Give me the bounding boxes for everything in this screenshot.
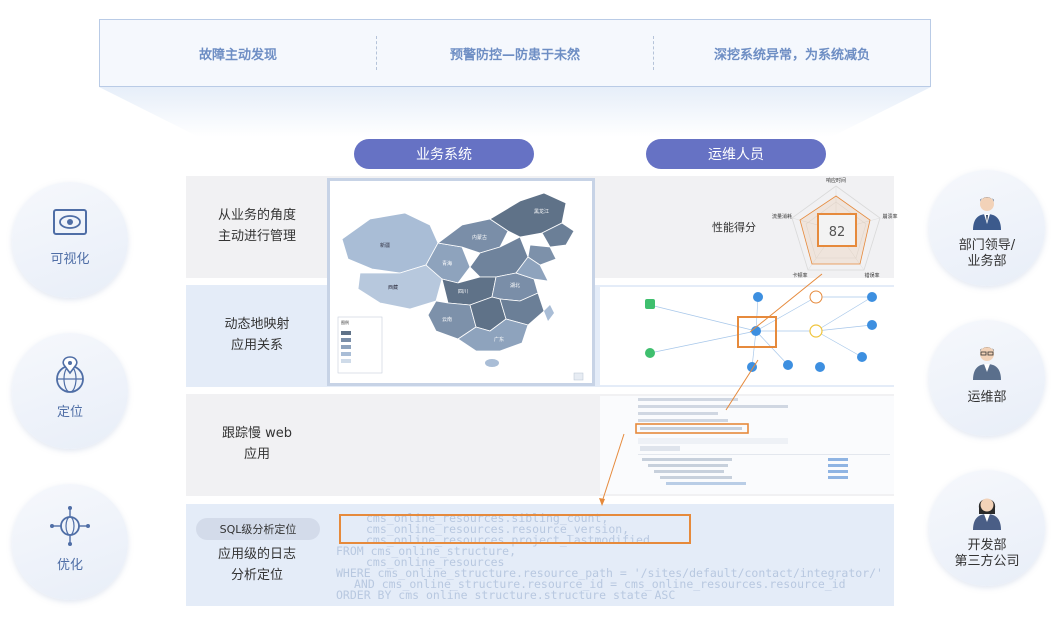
developer-avatar-icon bbox=[973, 498, 1001, 530]
performance-score: 82 bbox=[829, 225, 846, 240]
row-label-line: 分析定位 bbox=[230, 568, 283, 583]
sql-line: cms_online_resources.resource_version, bbox=[366, 522, 630, 536]
banner-item-2: 预警防控—防患于未然 bbox=[449, 47, 580, 63]
sql-line: cms_online_resources bbox=[366, 555, 505, 569]
banner-beam bbox=[99, 87, 931, 137]
sql-line: ORDER BY cms_online_structure.structure_… bbox=[336, 588, 676, 599]
radar-axis-label: 流量消耗 bbox=[772, 213, 792, 220]
trace-detail bbox=[635, 398, 890, 485]
map-label: 青海 bbox=[442, 260, 452, 267]
ops-personnel-pill: 运维人员 bbox=[646, 139, 826, 169]
visualize-circle: 可视化 bbox=[12, 182, 128, 298]
sql-line: WHERE cms_online_structure.resource_path… bbox=[336, 566, 883, 580]
circle-label: 定位 bbox=[56, 405, 83, 420]
banner-divider bbox=[376, 36, 377, 70]
map-label: 湖北 bbox=[510, 282, 520, 289]
performance-radar: 82 响应时间 崩溃率 错误率 卡顿率 流量消耗 bbox=[772, 177, 898, 279]
row-label: 动态地映射 应用关系 bbox=[186, 314, 328, 356]
slow-web-trace-screenshot bbox=[600, 396, 894, 494]
circle-label: 运维部 bbox=[967, 390, 1007, 405]
circle-label: 部门领导/ bbox=[958, 238, 1016, 253]
flow-connectors bbox=[599, 273, 823, 506]
performance-score-label: 性能得分 bbox=[712, 221, 756, 234]
eye-monitor-icon bbox=[53, 209, 87, 235]
map-legend-text: 图例 bbox=[341, 319, 349, 325]
topology-graph bbox=[645, 290, 877, 372]
row-label-line: 动态地映射 bbox=[224, 317, 290, 332]
map-label: 四川 bbox=[458, 289, 468, 295]
map-label: 西藏 bbox=[388, 284, 398, 291]
banner-item-1: 故障主动发现 bbox=[198, 47, 277, 63]
banner-divider bbox=[653, 36, 654, 70]
circle-label: 第三方公司 bbox=[954, 554, 1020, 569]
locate-circle: 定位 bbox=[12, 333, 128, 449]
manager-avatar-icon bbox=[973, 197, 1001, 230]
row-label-line: 应用级的日志 bbox=[217, 547, 296, 562]
app-topology-screenshot bbox=[600, 287, 894, 385]
radar-axis-label: 响应时间 bbox=[826, 177, 846, 184]
engineer-avatar-icon bbox=[973, 347, 1001, 380]
radar-axis-label: 崩溃率 bbox=[882, 213, 897, 220]
sql-line: cms_online_resources.project_lastmodifie… bbox=[366, 533, 650, 547]
sql-line: FROM cms_online_structure, bbox=[336, 544, 517, 558]
sql-highlight-box bbox=[339, 514, 691, 544]
circle-label: 开发部 bbox=[967, 538, 1007, 553]
circle-label: 业务部 bbox=[967, 254, 1007, 269]
ops-dept-circle: 运维部 bbox=[929, 320, 1045, 436]
circle-label: 可视化 bbox=[50, 252, 90, 267]
row-label-line: 应用 bbox=[243, 447, 270, 462]
manager-circle: 部门领导/ 业务部 bbox=[929, 170, 1045, 286]
sql-log-text: cms_online_resources.sibling_count, cms_… bbox=[336, 513, 892, 599]
row-label-line: 跟踪慢 web bbox=[221, 426, 292, 441]
business-system-pill: 业务系统 bbox=[354, 139, 534, 169]
sql-analysis-badge: SQL级分析定位 bbox=[196, 518, 320, 540]
optimize-circle: 优化 bbox=[12, 484, 128, 600]
radar-axis-label: 错误率 bbox=[864, 272, 879, 279]
china-map-panel: 新疆 西藏 青海 内蒙古 黑龙江 四川 云南 广东 湖北 图例 bbox=[327, 178, 595, 386]
banner-item-3: 深挖系统异常，为系统减负 bbox=[713, 47, 870, 63]
map-label: 黑龙江 bbox=[534, 208, 549, 215]
map-label: 广东 bbox=[494, 336, 504, 343]
map-label: 新疆 bbox=[380, 242, 390, 249]
network-globe-icon bbox=[50, 506, 90, 546]
sql-line: AND cms_online_structure.resource_id = c… bbox=[354, 577, 846, 591]
top-banner: 故障主动发现 预警防控—防患于未然 深挖系统异常，为系统减负 bbox=[99, 19, 931, 87]
map-label: 云南 bbox=[442, 316, 452, 323]
row-label: 应用级的日志 分析定位 bbox=[186, 544, 328, 586]
sql-line: cms_online_resources.sibling_count, bbox=[366, 513, 609, 525]
china-map: 新疆 西藏 青海 内蒙古 黑龙江 四川 云南 广东 湖北 图例 bbox=[330, 181, 592, 383]
row-label-line: 从业务的角度 bbox=[217, 208, 296, 223]
row-label-line: 应用关系 bbox=[230, 338, 283, 353]
map-label: 内蒙古 bbox=[472, 234, 487, 241]
row-sql-log-analysis: SQL级分析定位 应用级的日志 分析定位 bbox=[186, 504, 894, 606]
radar-axis-label: 卡顿率 bbox=[792, 272, 807, 279]
row-label: 跟踪慢 web 应用 bbox=[186, 423, 328, 465]
globe-pin-icon bbox=[56, 356, 84, 393]
dev-dept-circle: 开发部 第三方公司 bbox=[929, 470, 1045, 586]
circle-label: 优化 bbox=[56, 558, 83, 573]
row-label: 从业务的角度 主动进行管理 bbox=[186, 205, 328, 247]
row-label-line: 主动进行管理 bbox=[217, 229, 296, 244]
